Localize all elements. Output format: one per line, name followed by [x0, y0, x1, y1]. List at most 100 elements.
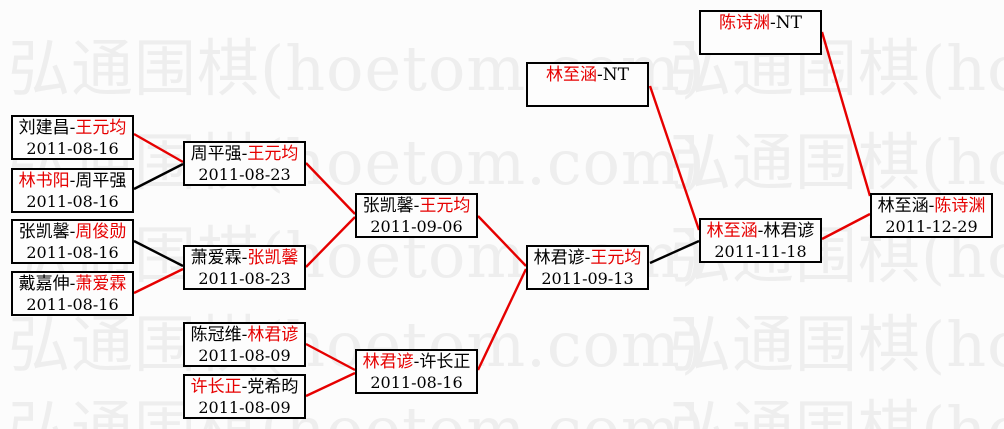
vs-dash: - — [757, 221, 764, 241]
player1-name-link[interactable]: 刘建昌 — [18, 118, 70, 138]
match-players: 张凯馨-周俊勋 — [13, 222, 132, 243]
match-players: 林至涵-NT — [528, 65, 647, 86]
match-date: 2011-08-09 — [198, 398, 291, 417]
player1-name-link[interactable]: 萧爱霖 — [190, 248, 242, 268]
match-box: 陈诗渊-NT — [699, 10, 822, 55]
match-date: 2011-08-23 — [198, 165, 291, 184]
player1-name-link[interactable]: 张凯馨 — [18, 222, 70, 242]
player1-name-link[interactable]: 许长正 — [190, 377, 242, 397]
bracket-connector — [133, 132, 184, 164]
player2-name-link[interactable]: 周俊勋 — [75, 222, 127, 242]
vs-dash: - — [928, 196, 935, 216]
match-players: 许长正-党希昀 — [185, 377, 304, 398]
bracket-connector — [820, 31, 872, 197]
bracket-connector — [305, 342, 356, 372]
match-box: 林至涵-NT — [526, 62, 649, 107]
vs-dash: - — [413, 352, 420, 372]
watermark-text: 弘通围棋(hoetom.com) — [8, 399, 705, 429]
player2-name-link[interactable]: 林君谚 — [247, 325, 299, 345]
player1-name-link[interactable]: 周平强 — [190, 144, 242, 164]
player1-name-link[interactable]: 张凯馨 — [362, 196, 414, 216]
player2-name-link[interactable]: 周平强 — [75, 171, 127, 191]
player1-name-link[interactable]: 陈冠维 — [190, 325, 242, 345]
match-date: 2011-12-29 — [885, 217, 978, 236]
player1-name-link[interactable]: 林至涵 — [706, 221, 758, 241]
match-players: 萧爱霖-张凯馨 — [185, 248, 304, 269]
watermark-text-row: 弘通围棋(hoetom.com)弘通围棋(hoetom.com) — [8, 399, 1004, 429]
player2-name-link[interactable]: 王元均 — [419, 196, 471, 216]
player2-name-link[interactable]: 陈诗渊 — [934, 196, 986, 216]
player2-name-link[interactable]: 林君谚 — [763, 221, 815, 241]
match-players: 陈诗渊-NT — [701, 13, 820, 34]
match-date: 2011-09-06 — [370, 217, 463, 236]
vs-dash: - — [413, 196, 420, 216]
bracket-connector — [133, 267, 184, 295]
vs-dash: - — [770, 13, 776, 33]
match-date: 2011-08-16 — [26, 243, 119, 262]
player1-name-link[interactable]: 陈诗渊 — [719, 13, 771, 33]
vs-dash: - — [241, 325, 248, 345]
vs-dash: - — [241, 144, 248, 164]
player2-name-link[interactable]: 王元均 — [590, 248, 642, 268]
bracket-connector — [821, 212, 871, 241]
bracket-connector — [476, 268, 528, 371]
bracket-connector — [648, 85, 701, 231]
vs-dash: - — [69, 171, 76, 191]
bracket-connector — [305, 216, 356, 268]
player2-name-link[interactable]: 许长正 — [419, 352, 471, 372]
match-players: 林书阳-周平强 — [13, 171, 132, 192]
match-players: 林至涵-陈诗渊 — [872, 196, 991, 217]
player1-name-link[interactable]: 林至涵 — [546, 65, 598, 85]
player2-name-link[interactable]: NT — [602, 65, 629, 85]
player2-name-link[interactable]: 王元均 — [247, 144, 299, 164]
player2-name-link[interactable]: 张凯馨 — [247, 248, 299, 268]
match-date: 2011-11-18 — [714, 242, 807, 261]
bracket-connector — [133, 239, 184, 268]
vs-dash: - — [69, 274, 76, 294]
vs-dash: - — [584, 248, 591, 268]
match-date: 2011-08-16 — [26, 139, 119, 158]
bracket-connector — [477, 215, 527, 267]
player1-name-link[interactable]: 林至涵 — [877, 196, 929, 216]
match-players: 刘建昌-王元均 — [13, 118, 132, 139]
match-date: 2011-08-23 — [198, 269, 291, 288]
match-players: 林至涵-林君谚 — [701, 221, 820, 242]
bracket-connector — [133, 162, 184, 191]
player2-name-link[interactable]: 王元均 — [75, 118, 127, 138]
match-date: 2011-09-13 — [541, 269, 634, 288]
player1-name-link[interactable]: 戴嘉伸 — [18, 274, 70, 294]
watermark-text: 弘通围棋(hoetom.com) — [669, 399, 1004, 429]
watermark-text: 弘通围棋(hoetom.com) — [669, 126, 1004, 199]
vs-dash: - — [69, 222, 76, 242]
watermark-text-row: 弘通围棋(hoetom.com)弘通围棋(hoetom.com) — [8, 314, 1004, 376]
vs-dash: - — [69, 118, 76, 138]
match-date: 2011-08-16 — [370, 373, 463, 392]
match-players: 张凯馨-王元均 — [357, 196, 476, 217]
player1-name-link[interactable]: 林书阳 — [18, 171, 70, 191]
player1-name-link[interactable]: 林君谚 — [533, 248, 585, 268]
player2-name-link[interactable]: 萧爱霖 — [75, 274, 127, 294]
bracket-connector — [305, 162, 356, 215]
match-players: 周平强-王元均 — [185, 144, 304, 165]
match-players: 林君谚-许长正 — [357, 352, 476, 373]
bracket-connector — [305, 371, 356, 398]
bracket-connector — [649, 239, 700, 265]
vs-dash: - — [241, 248, 248, 268]
player2-name-link[interactable]: NT — [775, 13, 802, 33]
player2-name-link[interactable]: 党希昀 — [247, 377, 299, 397]
match-players: 戴嘉伸-萧爱霖 — [13, 274, 132, 295]
player1-name-link[interactable]: 林君谚 — [362, 352, 414, 372]
match-date: 2011-08-16 — [26, 295, 119, 314]
